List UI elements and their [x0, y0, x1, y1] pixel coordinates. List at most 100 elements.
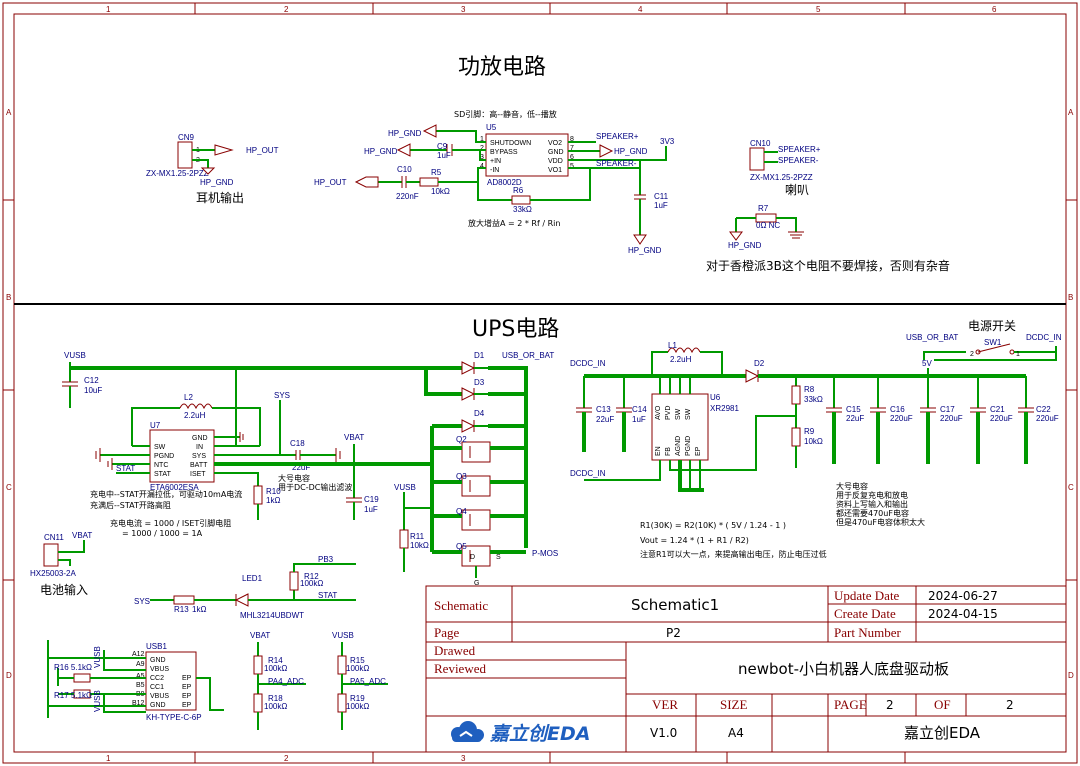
row-ruler: A B C D A B C D	[3, 108, 1077, 680]
big-cap-note: 大号电容 用于反复充电和放电 资料上写输入和输出 都还需要470uF电容 但是4…	[836, 481, 925, 527]
u5-pinnum-4: 4	[480, 163, 484, 170]
cn9-connector[interactable]: CN9 1 2 ZX-MX1.25-2PZZ HP_OUT HP_GND 耳机输…	[146, 133, 279, 205]
c9-ref: C9	[437, 142, 448, 151]
cn10-net-plus: SPEAKER+	[778, 145, 821, 154]
r8-value: 33kΩ	[804, 395, 823, 404]
u7-wires: L2 2.2uH STAT SYS C18 22uF 大号电容 用于DC-DC输…	[95, 368, 432, 572]
output-capacitors[interactable]: C15 22uF C16 220uF C17 220uF C21 220uF C…	[826, 376, 1059, 464]
r19-ref: R19	[350, 694, 365, 703]
tb-size-value: A4	[728, 726, 744, 740]
cn11-caption: 电池输入	[40, 582, 88, 597]
q5-pin-g: G	[474, 580, 479, 587]
cn10-connector[interactable]: CN10 SPEAKER+ SPEAKER- ZX-MX1.25-2PZZ 喇叭	[749, 139, 821, 197]
led1-indicator[interactable]: SYS R13 1kΩ LED1 MHL3214UBDWT STAT R12 1…	[134, 555, 356, 620]
q2-ref: Q2	[456, 435, 467, 444]
row-label-c-right: C	[1068, 483, 1074, 492]
sw1-power-switch[interactable]: 电源开关 SW1 2 1	[968, 319, 1056, 358]
u6-ref: U6	[710, 393, 721, 402]
mosfet-q4[interactable]: Q4	[432, 507, 526, 531]
net-vbat-u7: VBAT	[344, 433, 364, 442]
net-speaker-minus: SPEAKER-	[596, 159, 637, 168]
q3-ref: Q3	[456, 472, 467, 481]
led1-ref: LED1	[242, 574, 263, 583]
usb1-pin-cc1: CC1	[150, 684, 164, 691]
u7-part: ETA6002ESA	[150, 483, 199, 492]
diode-d3[interactable]: D3	[461, 378, 488, 401]
r9-value: 10kΩ	[804, 437, 823, 446]
r8-ref: R8	[804, 385, 815, 394]
tb-of-value: 2	[1006, 698, 1014, 712]
fb-note-line3: 注意R1可以大一点，来提高输出电压，防止电压过低	[640, 549, 827, 559]
c22-ref: C22	[1036, 405, 1051, 414]
net-hp-out-input: HP_OUT	[314, 178, 347, 187]
big-cap-note-line3: 资料上写输入和输出	[836, 499, 908, 509]
r7-resistor[interactable]: R7 0Ω NC HP_GND	[728, 204, 804, 250]
c22-value: 220uF	[1036, 414, 1059, 423]
cn10-net-minus: SPEAKER-	[778, 156, 819, 165]
u6-boost-converter[interactable]: U6 XR2981 AVO PVD SW SW EN FB AGND PGND …	[651, 393, 739, 461]
u7-pin-gnd: GND	[192, 435, 208, 442]
big-cap-note-line2: 用于反复充电和放电	[836, 490, 908, 500]
mosfet-q5[interactable]: Q5 D S G	[432, 542, 526, 587]
diode-d4[interactable]: D4	[461, 409, 488, 433]
net-sys: SYS	[274, 391, 290, 400]
u5-pinnum-8: 8	[570, 136, 574, 143]
u5-pin-inp: +IN	[490, 158, 501, 165]
usb1-connector[interactable]: USB1 GND VBUS CC2 CC1 VBUS GND A12 A9 A5…	[47, 640, 224, 722]
net-speaker-plus: SPEAKER+	[596, 132, 639, 141]
fb-note-line2: Vout = 1.24 * (1 + R1 / R2)	[640, 536, 749, 545]
u5-pinnum-7: 7	[570, 145, 574, 152]
r14-ref: R14	[268, 656, 283, 665]
adc-divider-vusb[interactable]: VUSB R15 100kΩ R19 100kΩ PA5_ADC	[332, 631, 388, 730]
u5-pinnum-6: 6	[570, 154, 574, 161]
diode-d1[interactable]: D1	[461, 351, 488, 375]
u6-part: XR2981	[710, 404, 739, 413]
tb-create-label: Create Date	[834, 606, 896, 621]
boost-wires: DCDC_IN L1 2.2uH C13 22uF C14 1uF DCDC_I…	[570, 333, 1062, 492]
net-dcdc-in-boost: DCDC_IN	[570, 359, 606, 368]
r15-value: 100kΩ	[346, 664, 369, 673]
r13-ref: R13	[174, 605, 189, 614]
gain-note: 放大增益A = 2 * Rf / Rin	[468, 218, 560, 228]
tb-size-label: SIZE	[720, 697, 748, 712]
cn10-value: ZX-MX1.25-2PZZ	[750, 173, 813, 182]
net-dcdc-in-en: DCDC_IN	[570, 469, 606, 478]
c12-value: 10uF	[84, 386, 102, 395]
u5-pin-gnd: GND	[548, 149, 564, 156]
c18-note2: 用于DC-DC输出滤波	[278, 482, 352, 492]
mosfet-q2[interactable]: Q2	[432, 435, 526, 463]
tb-update-value: 2024-06-27	[928, 589, 998, 603]
cn11-ref: CN11	[44, 533, 64, 542]
mosfet-q3[interactable]: Q3	[432, 472, 526, 497]
col-label-6: 6	[992, 5, 997, 14]
usb1-ep3: EP	[182, 693, 192, 700]
adc-divider-vbat[interactable]: VBAT R14 100kΩ R18 100kΩ PA4_ADC	[250, 631, 306, 730]
u6-pin-avo: AVO	[655, 405, 662, 420]
r12-value: 100kΩ	[300, 579, 323, 588]
big-cap-note-line4: 都还需要470uF电容	[836, 508, 909, 518]
tb-of-label: OF	[934, 697, 951, 712]
u5-pin-vdd: VDD	[548, 158, 563, 165]
net-pa4-adc: PA4_ADC	[268, 677, 304, 686]
c15-value: 22uF	[846, 414, 864, 423]
r7-net: HP_GND	[728, 241, 762, 250]
usb1-ep4: EP	[182, 702, 192, 709]
c21-ref: C21	[990, 405, 1005, 414]
u5-amplifier[interactable]: SD引脚：高--静音，低--播放 U5 SHUTDOWN BYPASS +IN …	[454, 109, 574, 187]
usb1-num-a5: A5	[136, 673, 145, 680]
r15-ref: R15	[350, 656, 365, 665]
col-label-3-bottom: 3	[461, 754, 466, 763]
u7-charger[interactable]: U7 SW PGND NTC STAT GND IN SYS BATT ISET…	[149, 421, 215, 492]
net-hp-gnd-c11: HP_GND	[628, 246, 662, 255]
d1-ref: D1	[474, 351, 485, 360]
u5-pin-vo1: VO1	[548, 167, 562, 174]
column-ruler: 1 2 3 4 5 6 1 2 3	[106, 3, 997, 763]
r7-note: 对于香橙派3B这个电阻不要焊接，否则有杂音	[706, 258, 950, 273]
sw1-pin2: 2	[970, 351, 974, 358]
row-label-b: B	[6, 293, 11, 302]
tb-update-label: Update Date	[834, 588, 900, 603]
cn11-connector[interactable]: CN11 VBAT HX25003-2A 电池输入	[30, 531, 92, 597]
l2-ref: L2	[184, 393, 193, 402]
r6-value: 33kΩ	[513, 205, 532, 214]
